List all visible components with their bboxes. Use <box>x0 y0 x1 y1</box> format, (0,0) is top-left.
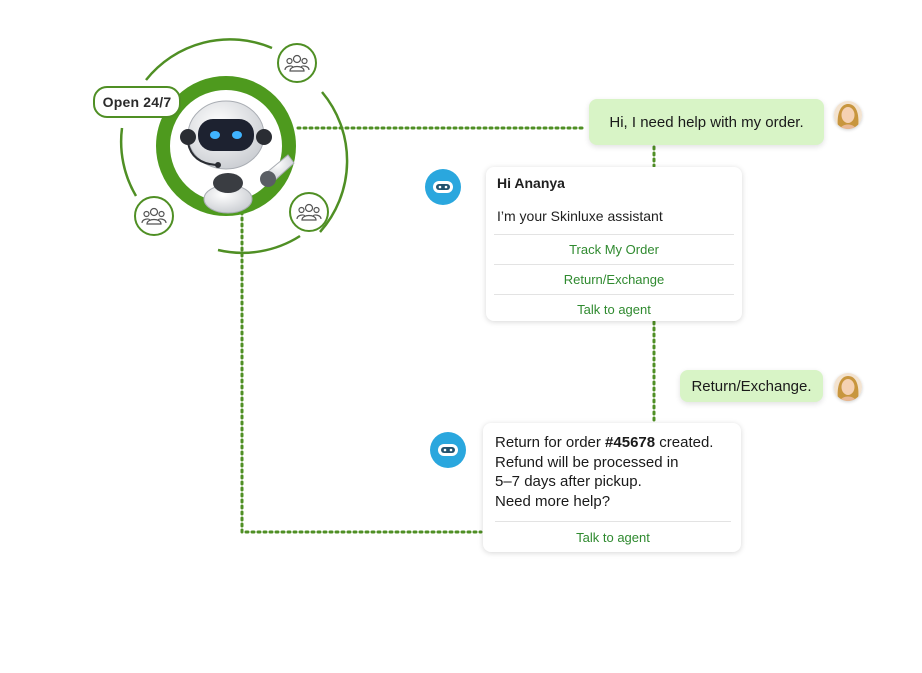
group-people-icon <box>289 192 329 232</box>
quick-reply-options: Track My Order Return/Exchange Talk to a… <box>494 234 734 324</box>
user-avatar <box>834 373 862 401</box>
return-exchange-option[interactable]: Return/Exchange <box>494 264 734 294</box>
bot-greeting-card: Hi Ananya I’m your Skinluxe assistant Tr… <box>486 167 742 321</box>
assistant-intro: I’m your Skinluxe assistant <box>497 208 663 224</box>
return-confirmation-message: Return for order #45678 created. Refund … <box>495 434 714 510</box>
order-number: #45678 <box>605 434 656 451</box>
group-people-icon <box>134 196 174 236</box>
robot-face-icon <box>425 169 461 205</box>
outer-ring <box>119 38 349 255</box>
group-people-icon <box>277 43 317 83</box>
bot-return-confirmation-card: Return for order #45678 created. Refund … <box>483 423 741 552</box>
greeting-title: Hi Ananya <box>497 175 565 191</box>
robot-face-icon <box>430 432 466 468</box>
user-avatar <box>834 101 862 129</box>
user-message-bubble: Hi, I need help with my order. <box>589 99 824 145</box>
user-message-bubble: Return/Exchange. <box>680 370 823 402</box>
talk-to-agent-option[interactable]: Talk to agent <box>494 294 734 324</box>
talk-to-agent-option[interactable]: Talk to agent <box>495 521 731 552</box>
open-24-7-badge: Open 24/7 <box>93 86 181 118</box>
robot-mascot <box>158 77 298 217</box>
track-order-option[interactable]: Track My Order <box>494 234 734 264</box>
